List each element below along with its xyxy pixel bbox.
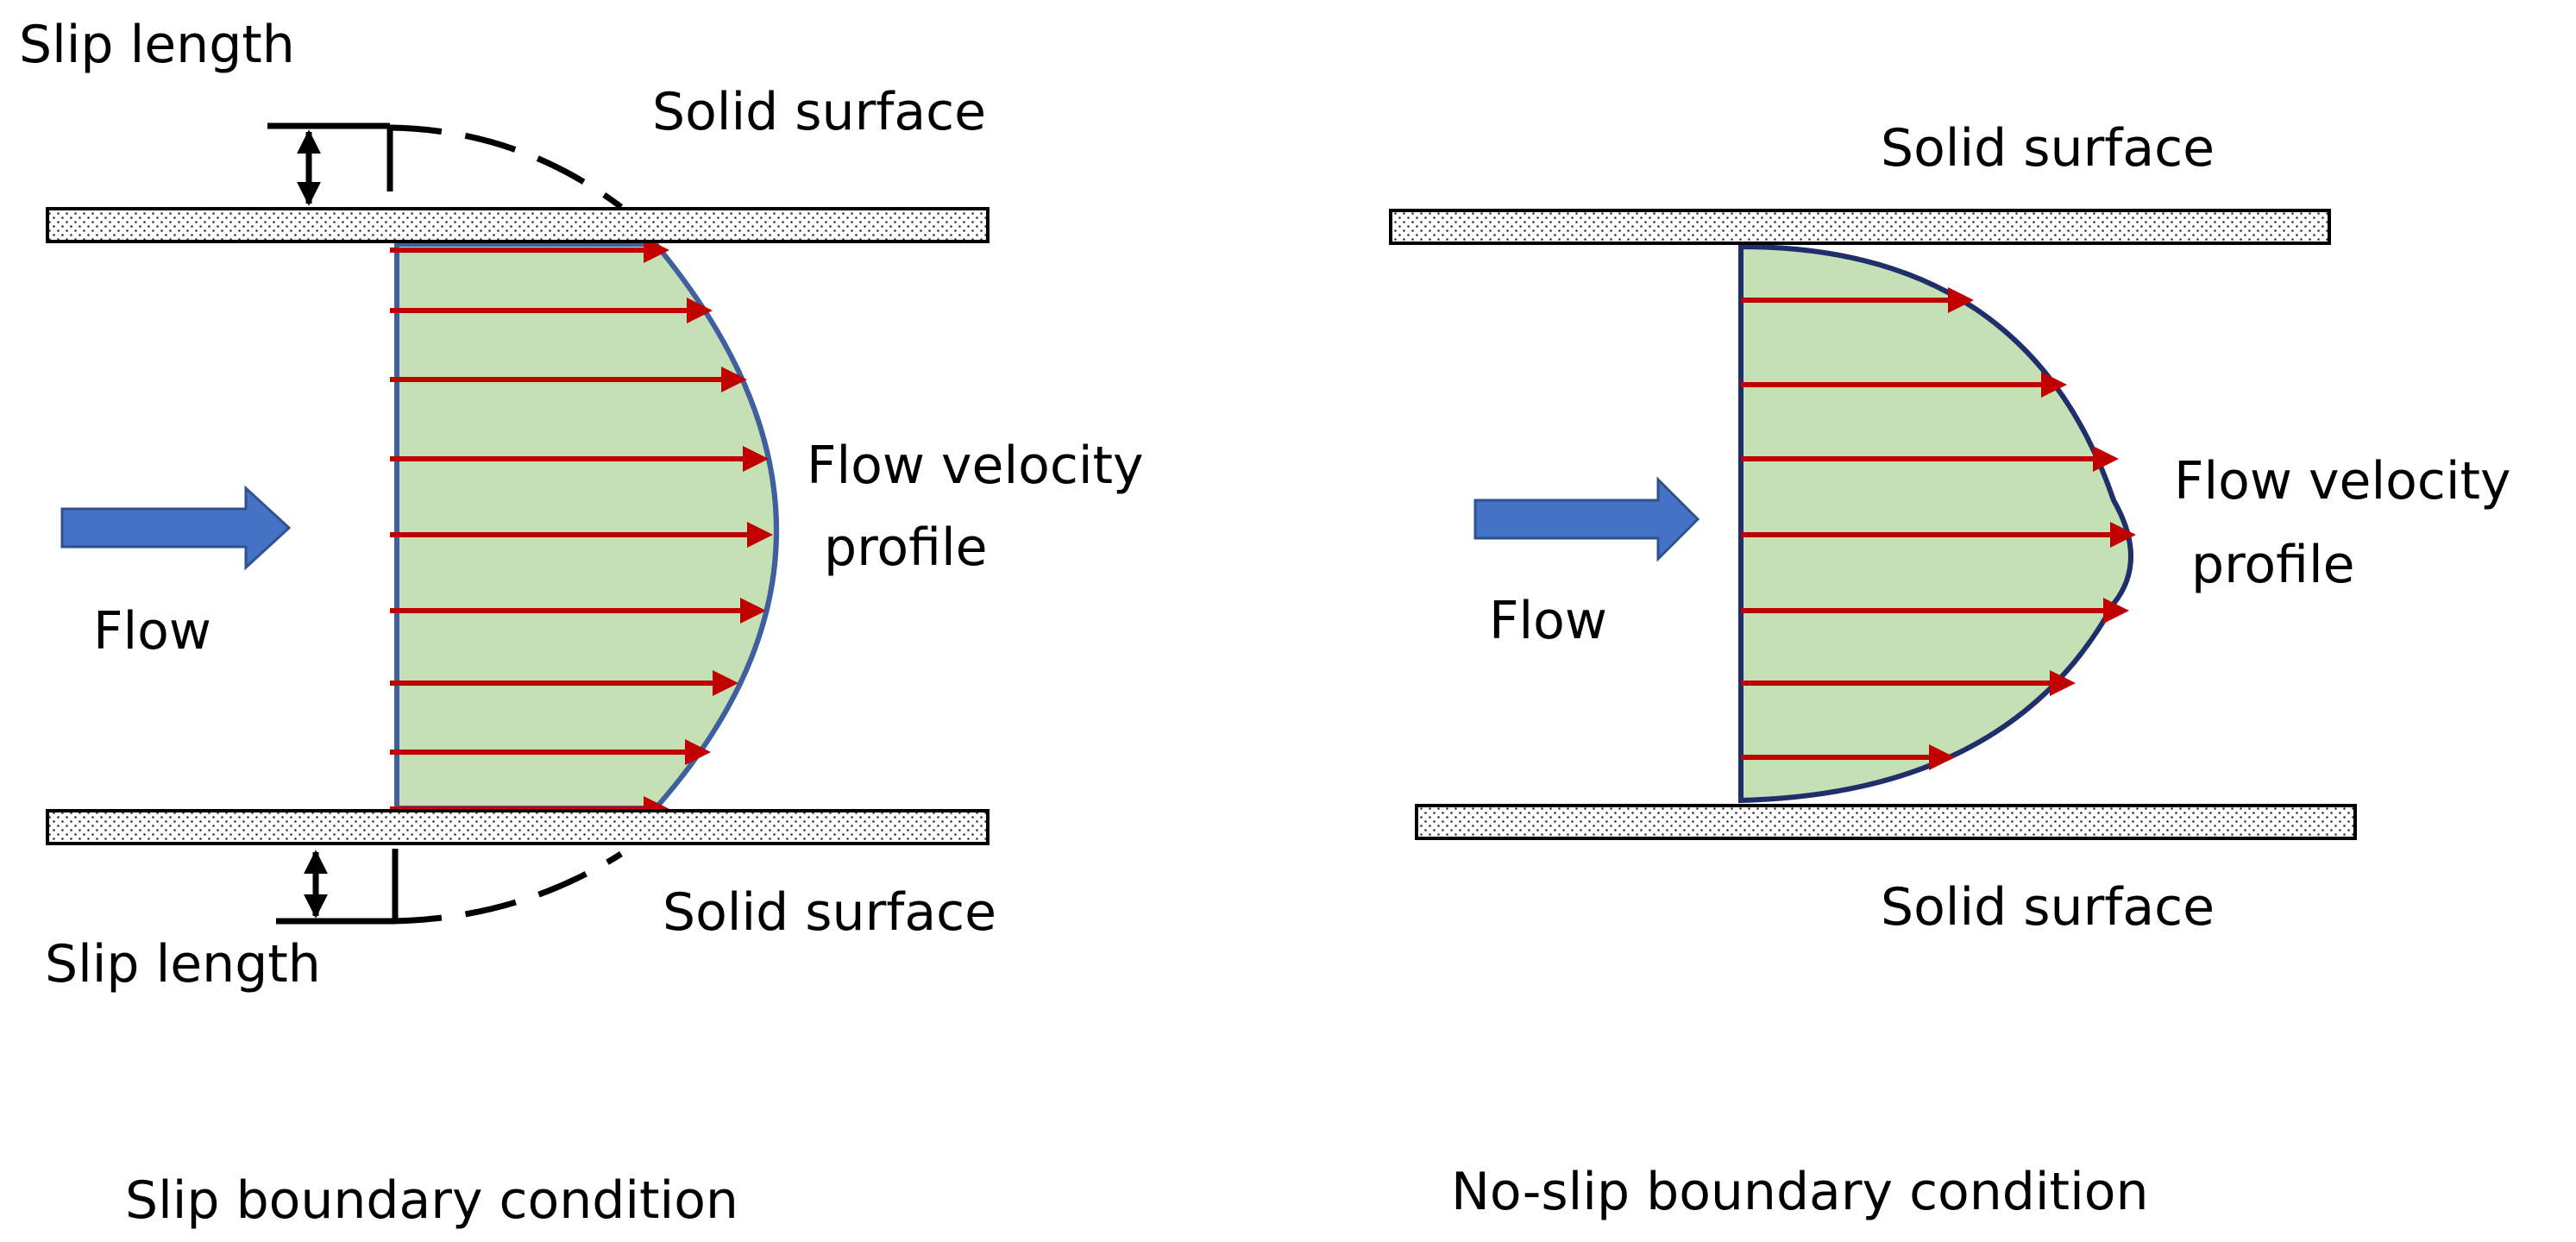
top-surface-label: Solid surface: [1881, 118, 2215, 179]
profile-label-line1: Flow velocity: [2174, 451, 2511, 511]
bottom-solid-surface: [46, 809, 990, 845]
bottom-surface-label: Solid surface: [1881, 877, 2215, 938]
right-arrow-icon: [1473, 476, 1700, 562]
velocity-arrows-noslip: [1741, 287, 2136, 770]
flow-label: Flow: [93, 601, 211, 662]
noslip-panel-caption: No-slip boundary condition: [1451, 1162, 2148, 1222]
slip-length-label-bottom: Slip length: [45, 934, 321, 994]
slip-length-label-top: Slip length: [19, 15, 295, 75]
velocity-profile-noslip: [1738, 243, 2133, 804]
slip-panel: Slip length Solid surface Flow velocity …: [19, 15, 1144, 1231]
flow-label: Flow: [1489, 591, 1607, 651]
profile-label-line2: profile: [824, 518, 988, 578]
profile-label-line2: profile: [2191, 535, 2355, 595]
right-arrow-icon: [60, 485, 292, 571]
top-solid-surface: [46, 207, 990, 243]
noslip-panel: Solid surface Flow velocity profile Flow…: [1389, 118, 2511, 1222]
slip-extension-curve: [389, 124, 624, 925]
top-surface-label: Solid surface: [652, 82, 986, 142]
slip-length-bracket-top: [267, 122, 393, 206]
slip-length-bracket-bottom: [276, 849, 399, 925]
bottom-surface-label: Solid surface: [663, 882, 996, 943]
bottom-solid-surface: [1415, 804, 2357, 840]
velocity-profile-slip: [394, 242, 779, 811]
top-solid-surface: [1389, 209, 2331, 245]
slip-panel-caption: Slip boundary condition: [125, 1170, 738, 1231]
profile-label-line1: Flow velocity: [807, 436, 1144, 496]
